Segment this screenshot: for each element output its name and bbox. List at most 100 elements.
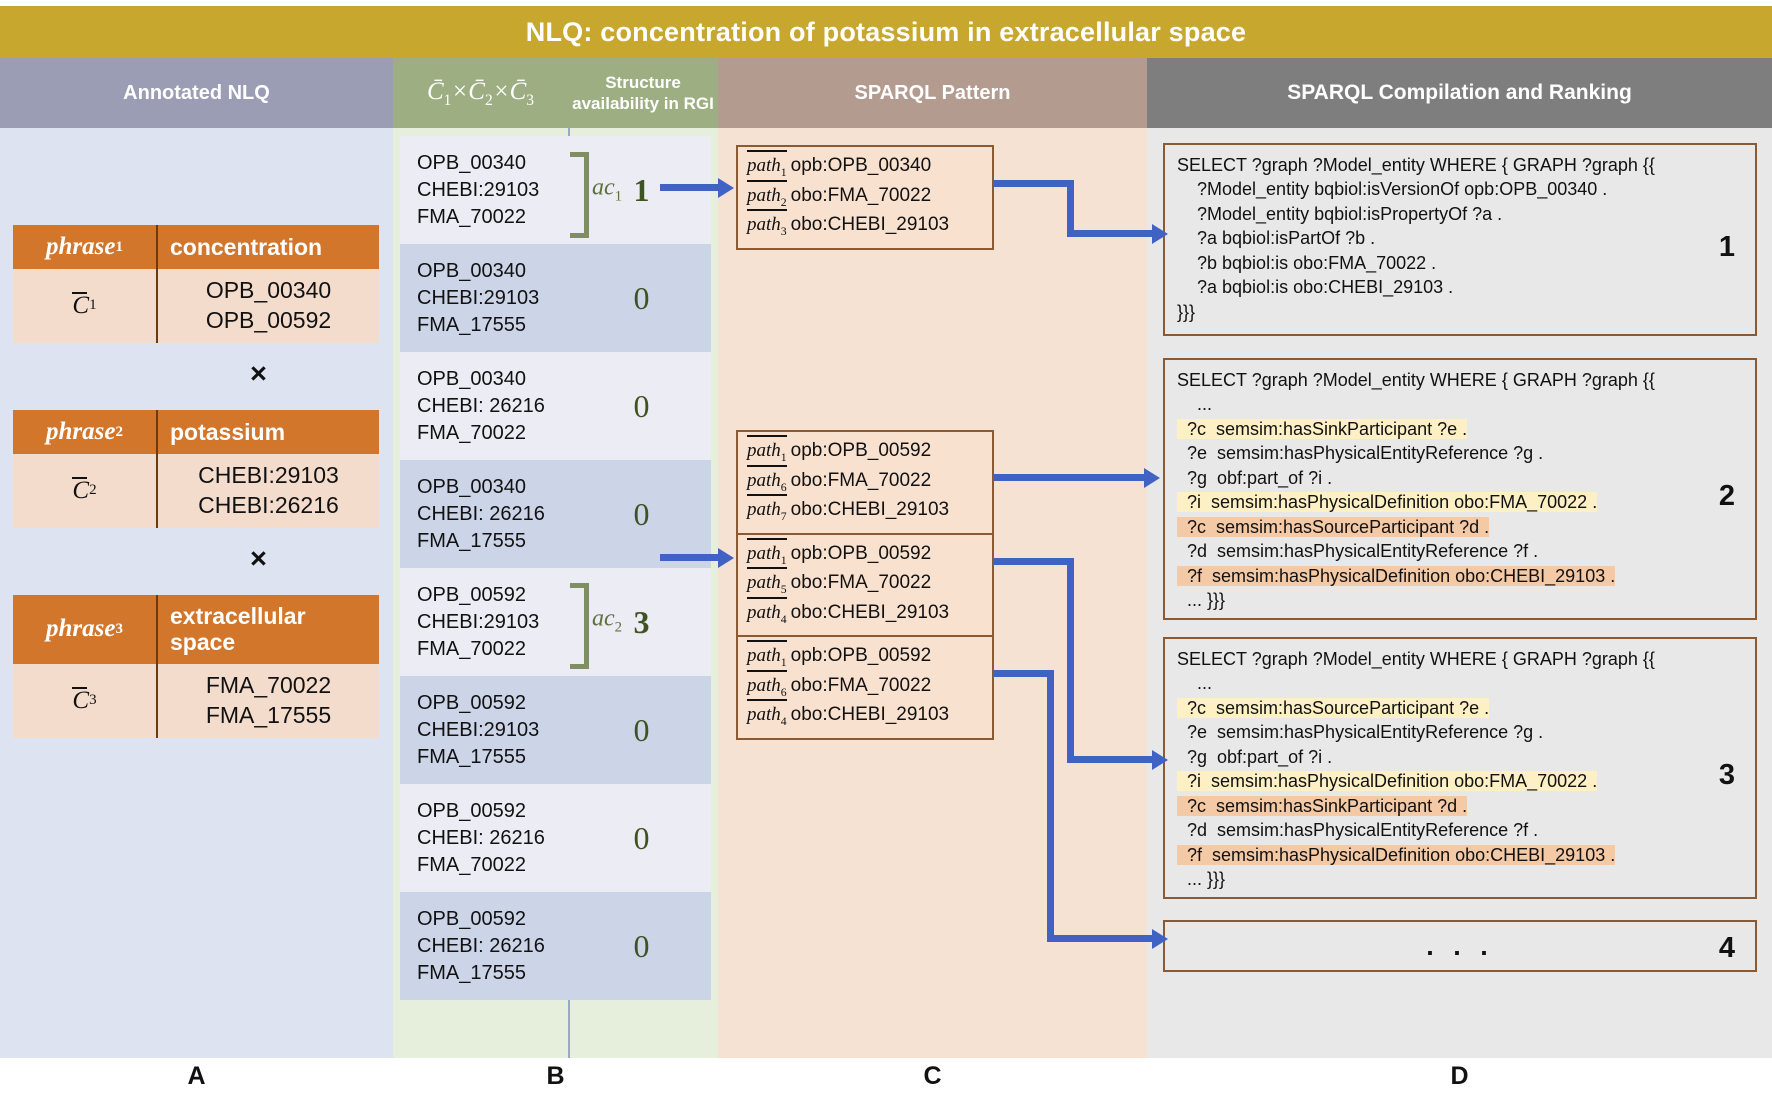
- combo-id-4-1: CHEBI: 26216: [417, 502, 545, 525]
- combo-id-3-1: CHEBI: 26216: [417, 394, 545, 417]
- query-3-line-8: ?f semsim:hasPhysicalDefinition obo:CHEB…: [1177, 844, 1616, 865]
- pattern-4-value-2: obo:CHEBI_29103: [790, 704, 950, 726]
- header-structure-availability: Structure availability in RGI: [568, 58, 718, 128]
- phrase-value-1: concentration: [170, 233, 323, 260]
- combo-count-5: 3: [633, 603, 650, 640]
- combo-id-5-0: OPB_00592: [417, 583, 526, 606]
- pattern-1-value-1: obo:FMA_70022: [790, 184, 932, 206]
- combo-row-6: OPB_00592 CHEBI:29103 FMA_17555 0: [400, 676, 711, 784]
- query-3-line-9: ... }}}: [1177, 869, 1226, 890]
- combo-count-6: 0: [633, 711, 650, 748]
- pattern-1-value-0: opb:OPB_00340: [790, 155, 932, 176]
- footer-label-d: D: [1450, 1062, 1469, 1090]
- pattern-4-value-1: obo:FMA_70022: [790, 674, 932, 696]
- query-2-line-3: ?e semsim:hasPhysicalEntityReference ?g …: [1177, 443, 1544, 464]
- query-2-line-2: ?c semsim:hasSinkParticipant ?e .: [1177, 418, 1468, 439]
- query-box-3: SELECT ?graph ?Model_entity WHERE { GRAP…: [1163, 637, 1757, 899]
- query-box-1: SELECT ?graph ?Model_entity WHERE { GRAP…: [1163, 143, 1757, 336]
- query-2-line-5: ?i semsim:hasPhysicalDefinition obo:FMA_…: [1177, 492, 1598, 513]
- combo-count-3: 0: [633, 387, 650, 424]
- header-cross-product: C̄1×C̄2×C̄3: [393, 58, 568, 128]
- combo-id-1-2: FMA_70022: [417, 205, 526, 228]
- combo-ids-8: OPB_00592 CHEBI: 26216 FMA_17555: [400, 897, 572, 996]
- combo-count-1: 1: [633, 171, 650, 208]
- query-3-line-7: ?d semsim:hasPhysicalEntityReference ?f …: [1177, 820, 1539, 841]
- candidate-1-0: OPB_00340: [205, 277, 332, 303]
- panel-a-background: [0, 58, 393, 1058]
- combo-count-8: 0: [633, 927, 650, 964]
- arrow-pattern2-to-query2: [994, 468, 1169, 488]
- combo-id-7-0: OPB_00592: [417, 799, 526, 822]
- candidate-values-3: FMA_70022 FMA_17555: [158, 664, 379, 738]
- combo-id-8-0: OPB_00592: [417, 907, 526, 930]
- combo-row-8: OPB_00592 CHEBI: 26216 FMA_17555 0: [400, 892, 711, 1000]
- combo-ids-2: OPB_00340 CHEBI:29103 FMA_17555: [400, 249, 572, 348]
- query-3-line-1: ...: [1177, 673, 1213, 694]
- query-2-line-0: SELECT ?graph ?Model_entity WHERE { GRAP…: [1177, 370, 1655, 390]
- combo-row-5: OPB_00592 CHEBI:29103 FMA_70022 3: [400, 568, 711, 676]
- arrow-ac2-to-pattern2: [660, 548, 738, 568]
- query-2-line-7: ?d semsim:hasPhysicalEntityReference ?f …: [1177, 541, 1539, 562]
- nlq-title-bar: NLQ: concentration of potassium in extra…: [0, 6, 1772, 58]
- query-3-line-5: ?i semsim:hasPhysicalDefinition obo:FMA_…: [1177, 771, 1598, 792]
- combo-id-3-0: OPB_00340: [417, 367, 526, 390]
- combo-id-4-2: FMA_17555: [417, 529, 526, 552]
- query-2-line-1: ...: [1177, 394, 1213, 415]
- candidate-2-0: CHEBI:29103: [198, 462, 339, 488]
- combo-id-7-2: FMA_70022: [417, 853, 526, 876]
- combo-id-2-0: OPB_00340: [417, 259, 526, 282]
- header-annotated-nlq-label: Annotated NLQ: [123, 81, 270, 104]
- combo-count-2: 0: [633, 279, 650, 316]
- combo-id-6-2: FMA_17555: [417, 745, 526, 768]
- query-1-line-6: }}}: [1177, 301, 1196, 322]
- arrow-pattern3-to-query3: [994, 558, 1169, 773]
- combo-ids-4: OPB_00340 CHEBI: 26216 FMA_17555: [400, 465, 572, 564]
- pattern-2-value-0: opb:OPB_00592: [790, 440, 932, 461]
- pattern-4-value-0: opb:OPB_00592: [790, 645, 932, 667]
- query-4-rank: 4: [1718, 932, 1735, 964]
- arrow-pattern4-to-query4: [994, 670, 1169, 950]
- footer-label-a: A: [187, 1062, 206, 1090]
- query-1-line-4: ?b bqbiol:is obo:FMA_70022 .: [1177, 252, 1437, 273]
- cross-operator-1: ×: [250, 358, 267, 390]
- phrase-value-2: potassium: [170, 418, 286, 445]
- combo-id-8-1: CHEBI: 26216: [417, 934, 545, 957]
- combo-id-4-0: OPB_00340: [417, 475, 526, 498]
- combo-ids-1: OPB_00340 CHEBI:29103 FMA_70022: [400, 141, 572, 240]
- pattern-3-value-1: obo:FMA_70022: [790, 572, 932, 594]
- nlq-title-text: NLQ: concentration of potassium in extra…: [525, 16, 1247, 47]
- phrase-value-3: extracellular space: [170, 603, 306, 656]
- header-sparql-pattern-label: SPARQL Pattern: [854, 81, 1011, 104]
- footer-label-b: B: [546, 1062, 565, 1090]
- arrow-ac1-to-pattern1: [660, 178, 738, 198]
- combo-id-1-0: OPB_00340: [417, 151, 526, 174]
- combo-ids-3: OPB_00340 CHEBI: 26216 FMA_70022: [400, 357, 572, 456]
- query-1-rank: 1: [1718, 231, 1735, 263]
- candidate-3-0: FMA_70022: [205, 671, 332, 698]
- pattern-3-value-2: obo:CHEBI_29103: [790, 601, 950, 623]
- header-annotated-nlq: Annotated NLQ: [0, 58, 393, 128]
- combo-id-1-1: CHEBI:29103: [417, 178, 540, 201]
- query-1-line-5: ?a bqbiol:is obo:CHEBI_29103 .: [1177, 277, 1454, 298]
- candidate-3-1: FMA_17555: [205, 701, 332, 728]
- combo-id-3-2: FMA_70022: [417, 421, 526, 444]
- query-3-line-0: SELECT ?graph ?Model_entity WHERE { GRAP…: [1177, 649, 1655, 669]
- combo-ids-7: OPB_00592 CHEBI: 26216 FMA_70022: [400, 789, 572, 888]
- candidate-values-2: CHEBI:29103 CHEBI:26216: [158, 454, 379, 528]
- query-box-4-ellipsis: . . . 4: [1163, 920, 1757, 972]
- combo-id-8-2: FMA_17555: [417, 961, 526, 984]
